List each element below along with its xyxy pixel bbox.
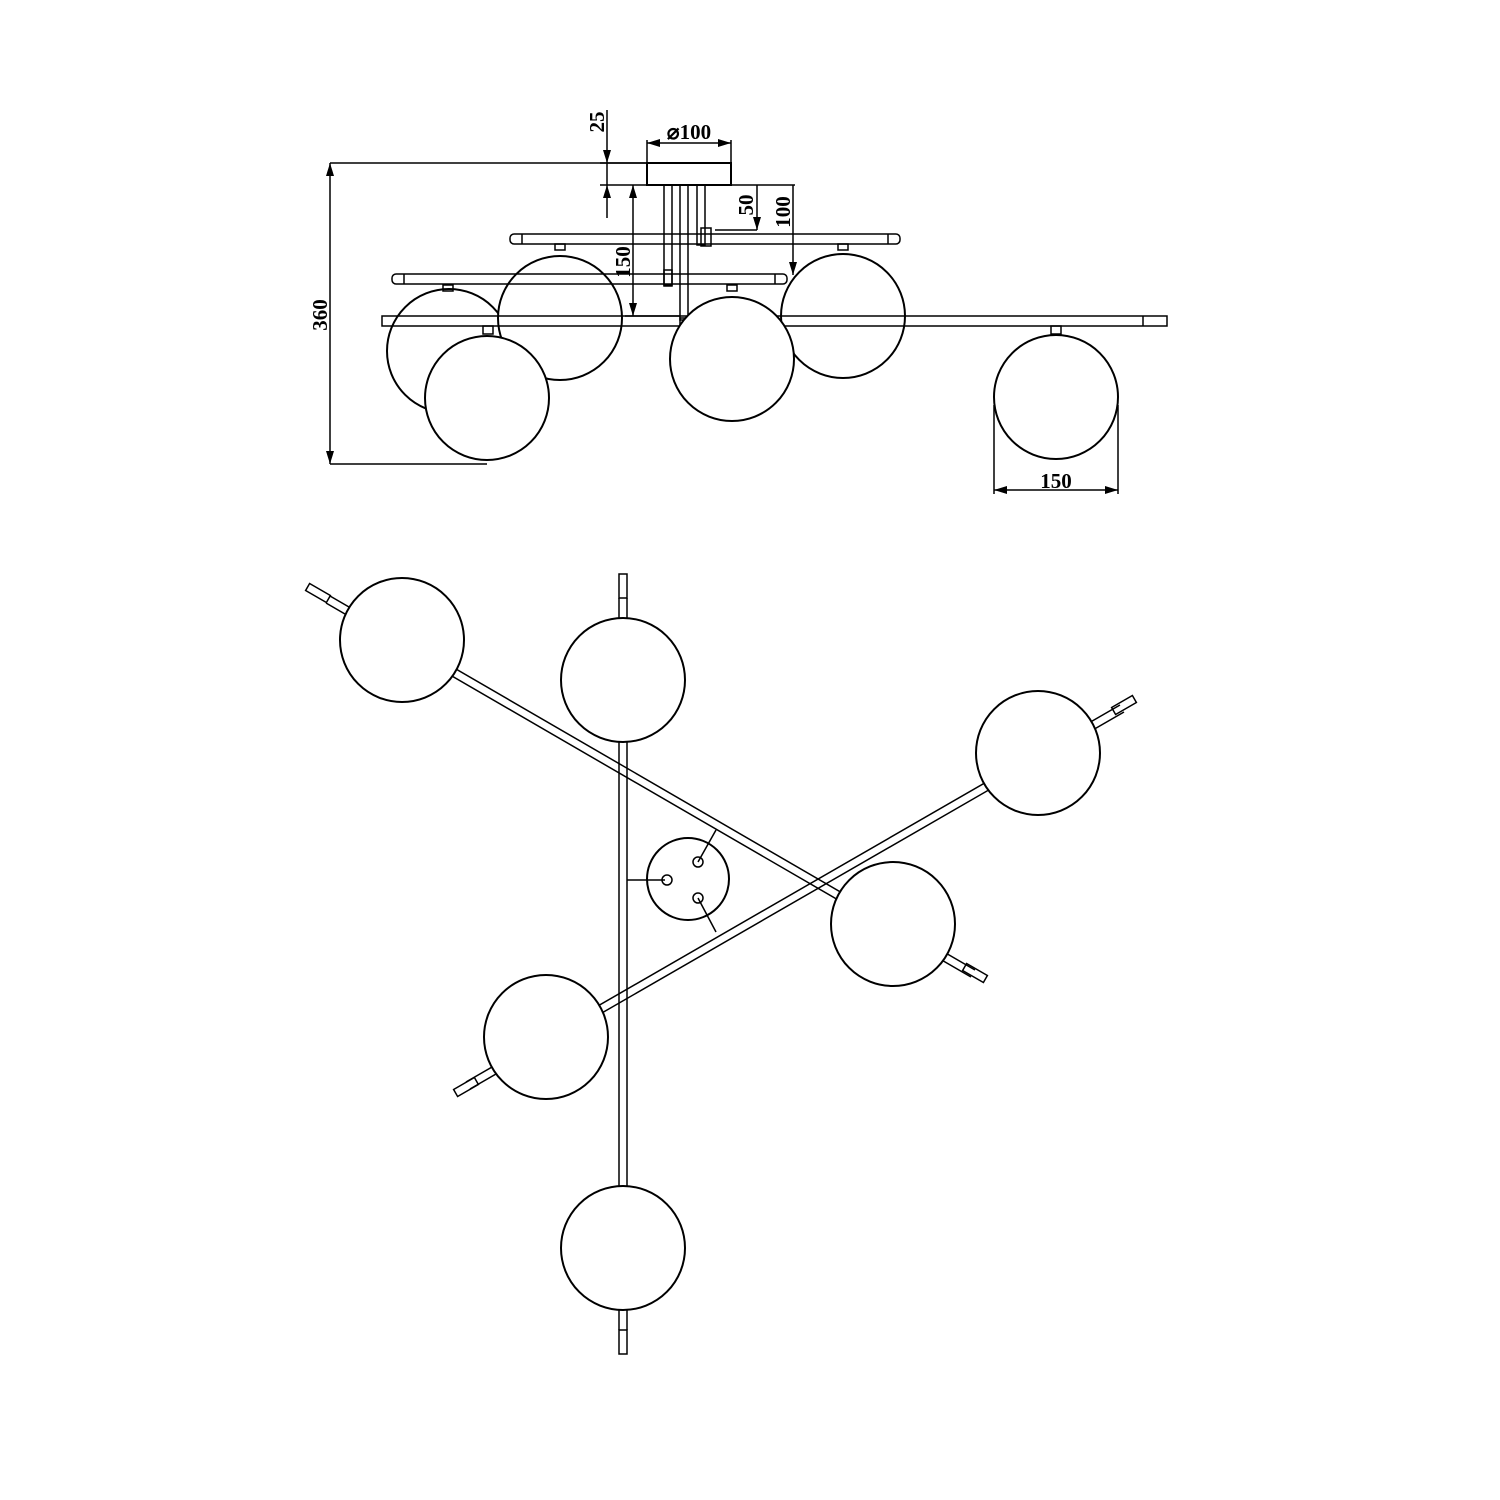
arm-upper <box>509 233 901 245</box>
dim-stem-offset: 50 <box>734 195 758 216</box>
globe <box>424 335 550 461</box>
top-view <box>304 573 1138 1355</box>
globe <box>339 577 465 703</box>
dim-total-height: 360 <box>308 299 332 331</box>
canopy-top <box>627 829 730 933</box>
dim-drop: 150 <box>611 246 635 278</box>
dimensions: ⌀100 25 50 100 150 <box>308 110 1119 494</box>
globe <box>975 690 1101 816</box>
globe <box>560 1185 686 1311</box>
side-view: ⌀100 25 50 100 150 <box>308 110 1168 494</box>
dim-canopy-height: 25 <box>585 112 609 133</box>
globe-caps <box>442 243 1062 335</box>
canopy <box>646 162 732 186</box>
globe <box>830 861 956 987</box>
globe <box>560 617 686 743</box>
dim-globe-diameter: 150 <box>1040 469 1072 493</box>
globe <box>993 334 1119 460</box>
dim-canopy-diameter: ⌀100 <box>667 120 711 144</box>
arm-middle <box>391 273 788 285</box>
globe <box>483 974 609 1100</box>
globe <box>497 255 623 381</box>
dim-stem-length: 100 <box>771 196 795 228</box>
globe <box>669 296 795 422</box>
